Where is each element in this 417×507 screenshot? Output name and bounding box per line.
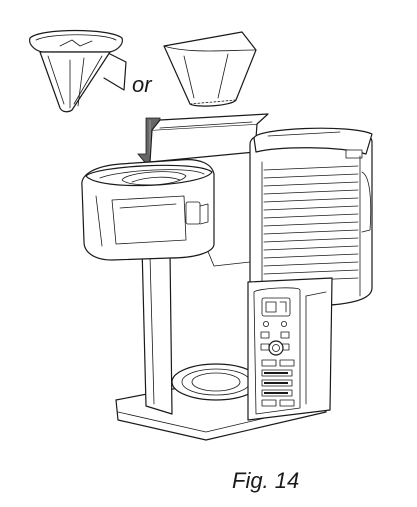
coffee-maker-icon xyxy=(81,113,373,441)
paper-cone-filter-icon xyxy=(163,31,257,107)
or-label: or xyxy=(132,72,153,97)
figure-caption: Fig. 14 xyxy=(232,468,299,493)
permanent-cone-filter-icon xyxy=(29,29,127,113)
